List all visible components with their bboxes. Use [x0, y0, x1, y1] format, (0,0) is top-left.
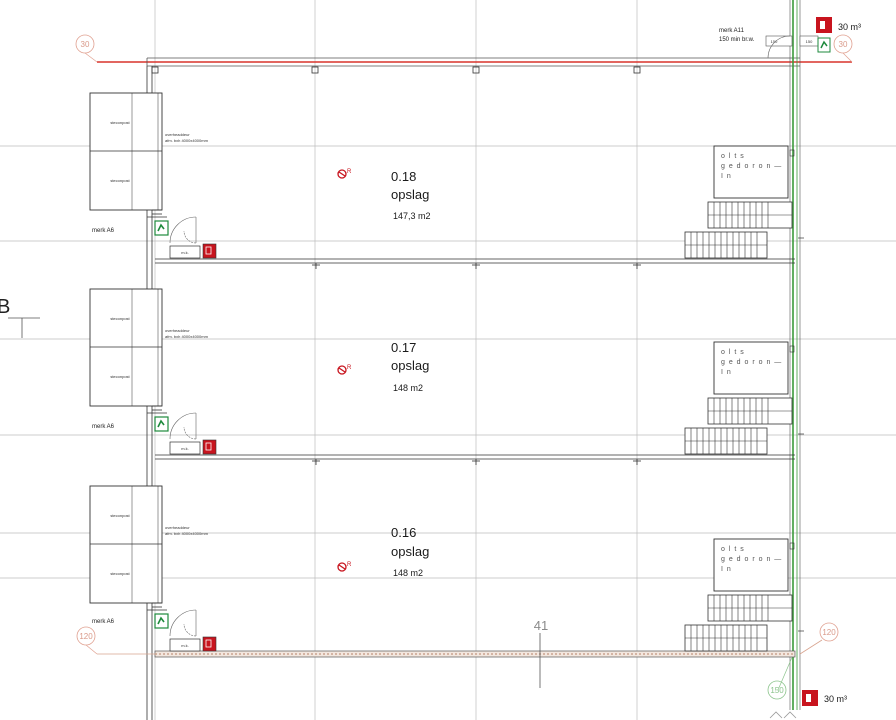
- meter-label: m.k.: [181, 643, 189, 648]
- shutter-label: steconpost: [110, 120, 130, 125]
- room-number: 0.17: [391, 340, 416, 355]
- hydrant-top: 30 m³: [816, 17, 861, 53]
- shutter-label: steconpost: [110, 571, 130, 576]
- grid-label: 150: [770, 686, 784, 695]
- grid-marker-top-right: 30: [833, 34, 853, 63]
- door-label: merk A6: [92, 228, 115, 234]
- room-0-18: steconpost steconpost overheaddeur afm. …: [89, 92, 805, 259]
- grid-marker-top-left: 30: [75, 34, 98, 63]
- room-number: 0.16: [391, 525, 416, 540]
- dim-label: 150: [771, 39, 778, 44]
- grid-marker-bottom-left: 120: [76, 626, 98, 655]
- door-annotation-A11: merk A11 150 min br.w. 150 150: [719, 28, 819, 59]
- grid-marker-bottom-right: 120: [819, 622, 839, 642]
- shutter-label: steconpost: [110, 513, 130, 518]
- room-0-17: steconpost steconpost overheaddeur afm. …: [89, 288, 805, 455]
- exit-sign-icon: [817, 37, 831, 53]
- shutter-label: steconpost: [110, 316, 130, 321]
- room-name: opslag: [391, 358, 429, 373]
- shutter-label: steconpost: [110, 178, 130, 183]
- meter-label: m.k.: [181, 250, 189, 255]
- section-marker: B: [0, 296, 40, 338]
- right-fire-wall: [777, 0, 801, 710]
- axis-number: 41: [534, 618, 548, 633]
- grid-marker-bottom-green: 150: [767, 680, 787, 700]
- shutter-label: steconpost: [110, 374, 130, 379]
- room-area: 148 m2: [393, 568, 423, 578]
- grid-label: 120: [822, 628, 836, 637]
- bottom-wall: [97, 633, 823, 688]
- door-label: merk A6: [92, 619, 115, 625]
- hydrant-capacity: 30 m³: [824, 694, 847, 704]
- door-label: merk A11: [719, 28, 745, 34]
- overhead-door-title: overheaddeur: [165, 132, 190, 137]
- room-walls: [155, 258, 795, 465]
- overhead-door-title: overheaddeur: [165, 328, 190, 333]
- top-fire-wall: [97, 57, 852, 74]
- door-rating: 150 min br.w.: [719, 37, 755, 43]
- meter-label: m.k.: [181, 446, 189, 451]
- grid-label: 30: [81, 40, 90, 49]
- door-label: merk A6: [92, 424, 115, 430]
- overhead-door-size: afm. bxh 4000x4000mm: [165, 334, 209, 339]
- overhead-door-size: afm. bxh 4000x4000mm: [165, 138, 209, 143]
- room-number: 0.18: [391, 169, 416, 184]
- room-area: 147,3 m2: [393, 211, 431, 221]
- section-letter: B: [0, 296, 10, 318]
- room-0-16: steconpost steconpost overheaddeur afm. …: [89, 485, 805, 652]
- hydrant-capacity: 30 m³: [838, 22, 861, 32]
- overhead-door-title: overheaddeur: [165, 525, 190, 530]
- room-name: opslag: [391, 544, 429, 559]
- grid-label: 120: [79, 632, 93, 641]
- overhead-door-size: afm. bxh 4000x4000mm: [165, 531, 209, 536]
- hydrant-bottom: 30 m³: [769, 690, 847, 719]
- grid-label: 30: [839, 40, 848, 49]
- dim-label: 150: [806, 39, 813, 44]
- room-area: 148 m2: [393, 383, 423, 393]
- room-name: opslag: [391, 187, 429, 202]
